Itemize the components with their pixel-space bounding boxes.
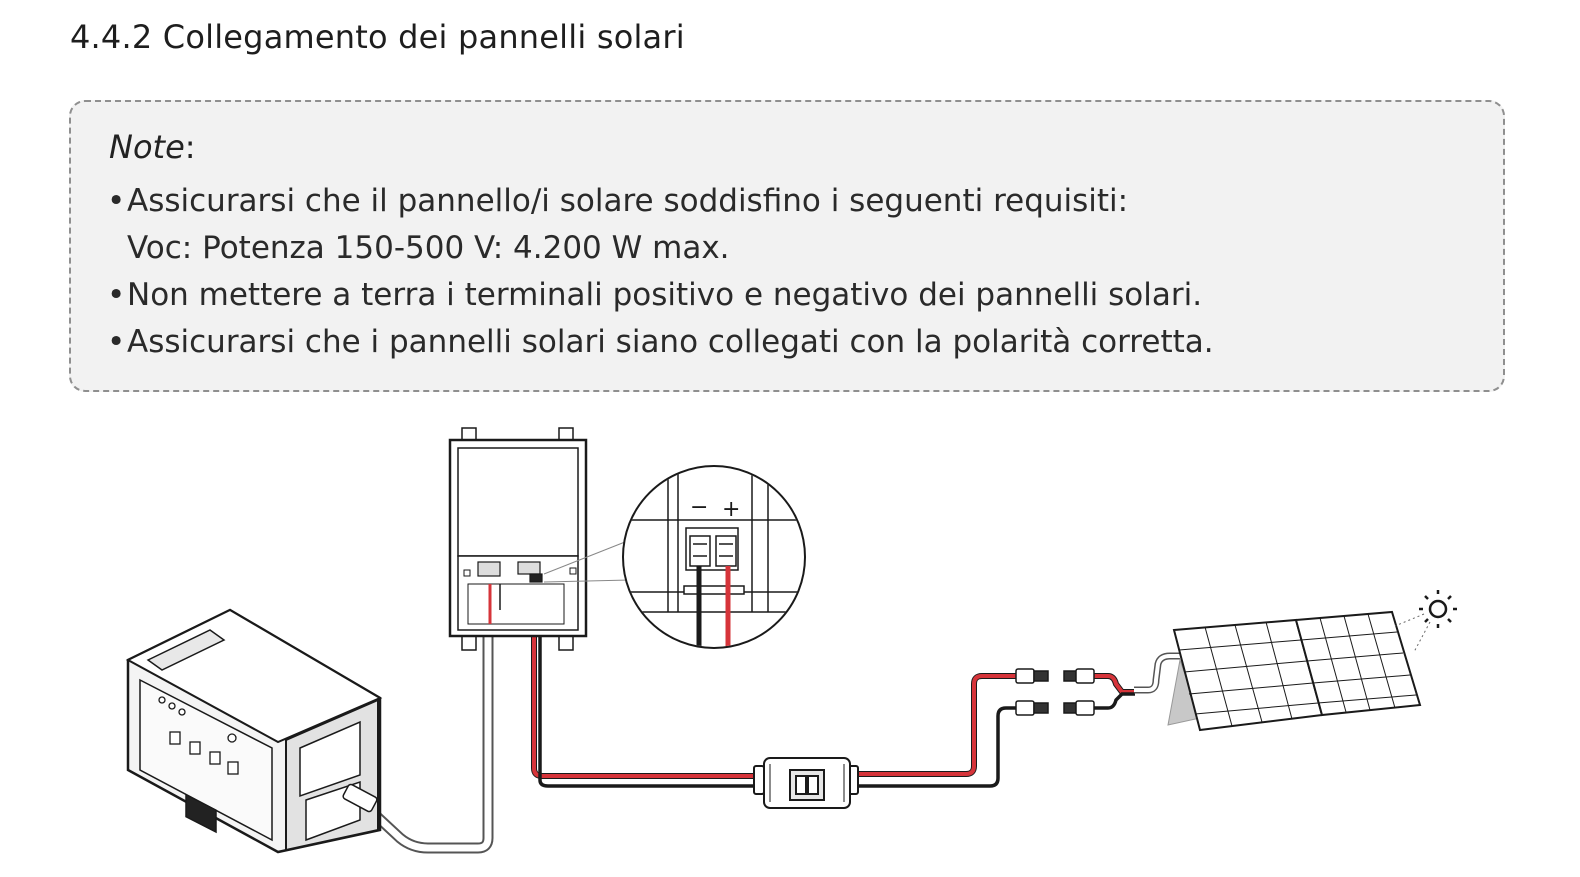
sun-icon xyxy=(1394,590,1457,653)
terminal-minus-label: − xyxy=(690,495,708,520)
positive-cable-panel-side xyxy=(855,673,1016,777)
mounting-box-icon xyxy=(448,427,588,651)
terminal-zoom-icon: − + xyxy=(622,465,806,649)
note-item: Assicurarsi che i pannelli solari siano … xyxy=(107,319,1214,366)
mc4-connector-icon xyxy=(1015,668,1095,716)
note-box: Note: Assicurarsi che il pannello/i sola… xyxy=(69,100,1505,392)
note-heading-colon: : xyxy=(184,128,196,166)
connection-diagram: − + xyxy=(125,427,1457,854)
negative-cable-box-side xyxy=(538,580,760,788)
solar-panel-icon xyxy=(1167,610,1422,732)
isolator-switch-icon xyxy=(753,757,859,809)
negative-cable-panel-side xyxy=(855,706,1016,788)
note-item-subtext: Voc: Potenza 150-500 V: 4.200 W max. xyxy=(127,230,730,266)
section-title: 4.4.2 Collegamento dei pannelli solari xyxy=(70,18,685,56)
note-heading: Note: xyxy=(109,128,196,166)
note-item: Assicurarsi che il pannello/i solare sod… xyxy=(107,178,1214,272)
note-list: Assicurarsi che il pannello/i solare sod… xyxy=(107,178,1214,366)
note-item-text: Assicurarsi che il pannello/i solare sod… xyxy=(127,183,1129,219)
note-item: Non mettere a terra i terminali positivo… xyxy=(107,272,1214,319)
terminal-plus-label: + xyxy=(722,497,740,522)
note-item-text: Assicurarsi che i pannelli solari siano … xyxy=(127,324,1214,360)
note-heading-word: Note xyxy=(109,128,185,166)
note-item-text: Non mettere a terra i terminali positivo… xyxy=(127,277,1203,313)
ac-cable xyxy=(368,636,494,854)
power-station-icon xyxy=(125,608,383,854)
